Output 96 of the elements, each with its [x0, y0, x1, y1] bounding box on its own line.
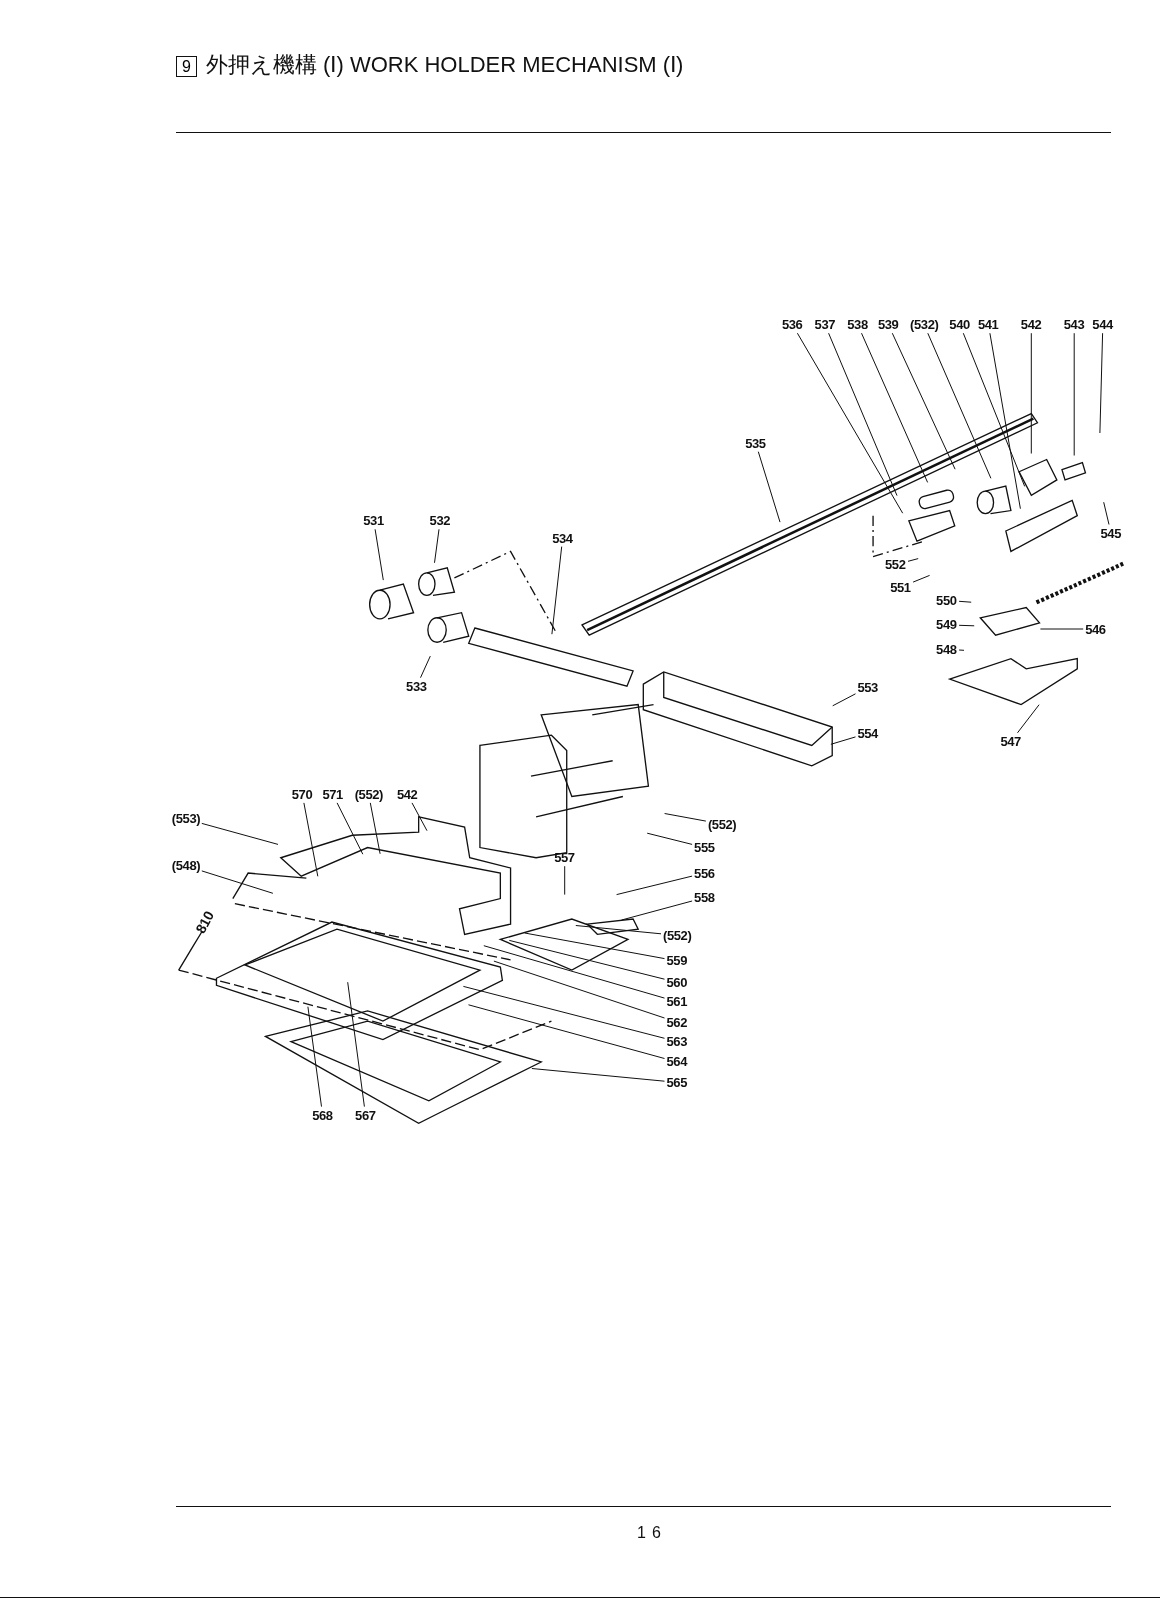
- leader-line: [575, 925, 662, 935]
- callout-number: 564: [666, 1054, 687, 1070]
- callout-number: 538: [847, 317, 868, 333]
- callout-number: 542: [1020, 317, 1042, 333]
- callout-number: 553: [857, 679, 878, 695]
- leader-line: [201, 870, 274, 894]
- leader-line: [483, 945, 665, 999]
- leader-line: [493, 960, 665, 1019]
- callout-number: 546: [1085, 621, 1106, 637]
- leader-line: [1103, 501, 1110, 525]
- callout-number: 544: [1092, 317, 1113, 333]
- callout-number: 549: [936, 617, 957, 633]
- title: 外押え機構 (Ⅰ) WORK HOLDER MECHANISM (Ⅰ): [206, 51, 685, 79]
- section-number: 9: [176, 56, 197, 77]
- leader-line: [989, 332, 1021, 510]
- callout-number: 540: [949, 317, 970, 333]
- callout-number: 531: [363, 513, 384, 529]
- leader-line: [830, 736, 856, 745]
- callout-number: (548): [171, 858, 201, 874]
- callout-number: 537: [814, 317, 836, 333]
- leader-line: [861, 332, 929, 483]
- callout-number: 571: [322, 786, 343, 802]
- callout-number: 554: [857, 725, 878, 741]
- callout-number: (532): [910, 317, 939, 333]
- leader-line: [468, 1004, 665, 1059]
- leader-line: [907, 558, 919, 562]
- leader-line: [757, 451, 781, 523]
- leader-line: [564, 865, 566, 896]
- leader-line: [1017, 704, 1040, 734]
- leader-line: [307, 1006, 322, 1108]
- callout-number: 535: [745, 435, 766, 451]
- leader-line: [891, 332, 956, 470]
- leader-line: [1030, 332, 1032, 454]
- callout-number: 560: [666, 974, 687, 990]
- leader-line: [531, 1068, 665, 1082]
- leader-line: [462, 985, 665, 1039]
- leader-line: [646, 832, 693, 845]
- callout-number: 542: [396, 786, 418, 802]
- leader-line: [958, 649, 965, 651]
- leader-line: [551, 546, 563, 635]
- callout-number: (552): [354, 786, 383, 802]
- callout-number: (553): [171, 811, 201, 827]
- leader-line: [524, 932, 665, 960]
- leader-line: [336, 802, 364, 855]
- callout-number: 541: [977, 317, 999, 333]
- callout-number: 557: [554, 850, 575, 866]
- callout-number: 539: [877, 317, 899, 333]
- leader-line: [374, 528, 384, 581]
- callout-number: 532: [429, 513, 451, 529]
- leader-line: [621, 900, 693, 921]
- callout-number: 550: [936, 592, 957, 608]
- leader-line: [912, 574, 931, 583]
- group-number: 810: [193, 909, 217, 936]
- leader-line: [434, 528, 440, 564]
- callout-number: 536: [781, 317, 803, 333]
- callout-number: 547: [1000, 733, 1021, 749]
- callout-number: 533: [406, 678, 427, 694]
- callout-number: 559: [666, 953, 687, 969]
- callout-number: 552: [885, 557, 906, 573]
- leader-line: [962, 332, 1026, 487]
- leader-line: [303, 802, 319, 877]
- callout-number: 563: [666, 1034, 687, 1050]
- leader-line: [616, 875, 693, 896]
- leader-line: [796, 332, 904, 514]
- leader-line: [1099, 332, 1104, 434]
- callout-number: 534: [552, 530, 573, 546]
- callout-number: 570: [291, 786, 313, 802]
- callout-number: 548: [936, 641, 957, 657]
- leader-line: [664, 813, 707, 822]
- leader-line: [347, 981, 365, 1108]
- leader-line: [958, 600, 972, 603]
- page-number: 16: [637, 1525, 667, 1540]
- callout-number: 556: [694, 865, 715, 881]
- callout-number: 555: [694, 840, 715, 856]
- leader-line: [411, 802, 428, 832]
- leader-line: [1073, 332, 1075, 456]
- leader-line: [958, 624, 975, 627]
- callout-number: (552): [663, 927, 692, 943]
- leader-line: [508, 939, 665, 980]
- leader-line: [420, 655, 431, 679]
- leader-line: [201, 822, 279, 845]
- callout-number: 567: [355, 1107, 376, 1123]
- callout-number: 561: [666, 994, 687, 1010]
- callout-number: 565: [666, 1074, 687, 1090]
- leader-line: [369, 802, 381, 855]
- callout-number: 543: [1063, 317, 1085, 333]
- callout-number: (552): [707, 816, 737, 832]
- leader-line: [832, 693, 856, 707]
- callout-number: 545: [1100, 525, 1121, 541]
- callout-number: 551: [890, 579, 911, 595]
- leader-line: [828, 332, 898, 497]
- leader-line: [927, 332, 992, 479]
- callout-number: 558: [694, 890, 715, 906]
- callout-number: 562: [666, 1014, 687, 1030]
- callout-number: 568: [312, 1107, 333, 1123]
- leader-line: [1039, 628, 1084, 630]
